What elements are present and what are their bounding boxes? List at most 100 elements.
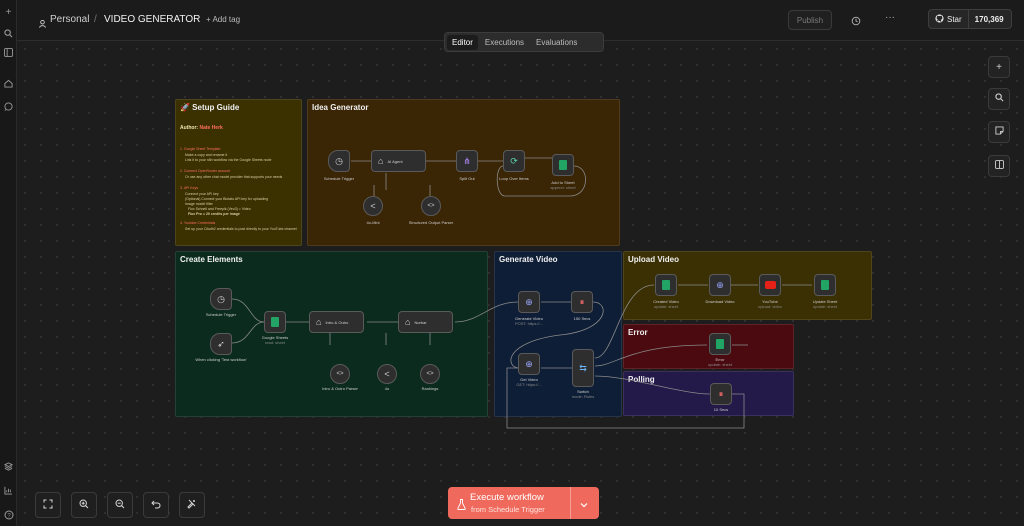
zoom-in-icon [79,498,89,512]
node-google-sheets[interactable] [264,311,286,333]
github-star-button[interactable]: Star [929,10,969,28]
robot-icon: ⌂ [316,317,322,327]
user-icon [39,15,46,33]
author-label: Author: [180,125,199,131]
home-icon[interactable] [2,77,15,90]
node-generate-video[interactable]: ⊕ [518,291,540,313]
node-ai-agent-idea[interactable]: ⌂AI Agent [371,150,426,172]
chevron-down-icon[interactable] [579,497,589,515]
node-rankings[interactable]: <> [420,364,440,384]
svg-text:?: ? [7,513,11,519]
clock-icon: ◷ [335,155,343,166]
node-norbar[interactable]: ⌂Norbar [398,311,453,333]
sticky-generate-video[interactable]: Generate Video [494,251,622,417]
search-nodes-button[interactable] [988,88,1010,110]
undo-button[interactable] [143,492,169,518]
node-manual-trigger[interactable]: ➶ [210,333,232,355]
openrouter-icon: < [370,201,376,211]
node-label: Download Video [705,299,735,304]
split-divider [570,487,571,519]
node-download-video[interactable]: ⊕ [709,274,731,296]
node-inline-label: AI Agent [387,158,403,164]
plus-icon[interactable]: + [5,7,12,18]
flask-icon [457,497,466,515]
node-add-to-sheet[interactable] [552,154,574,176]
github-star-widget[interactable]: Star 170,369 [928,9,1012,29]
node-intro-outro-parser[interactable]: <> [330,364,350,384]
toggle-panel-button[interactable] [988,155,1010,177]
add-node-button[interactable]: + [988,56,1010,78]
google-sheets-icon [662,280,670,290]
node-schedule-trigger-idea[interactable]: ◷ [328,150,350,172]
sticky-polling[interactable]: Polling [623,371,794,416]
templates-icon[interactable] [2,460,15,473]
node-update-sheet[interactable] [814,274,836,296]
sticky-title: Polling [628,375,655,384]
sticky-title: Idea Generator [312,103,369,112]
plus-icon: + [996,61,1002,73]
setup-step-1: 1. Google Sheet Template [180,147,221,151]
tidy-up-icon [187,499,197,512]
pause-icon: ⏸ [718,388,724,399]
breadcrumb-project[interactable]: Personal [50,14,90,25]
node-inline-label: Norbar [414,319,427,325]
node-4o[interactable]: < [377,364,397,384]
tidy-up-button[interactable] [179,492,205,518]
node-sublabel: append: sheet [550,185,576,190]
node-intro-outro[interactable]: ⌂Intro & Outro [309,311,364,333]
sticky-error[interactable]: Error [623,324,794,369]
tab-evaluations[interactable]: Evaluations [536,37,578,47]
node-4o-mini[interactable]: < [363,196,383,216]
editor-tabs: Editor Executions Evaluations [444,32,604,52]
clock-icon: ◷ [217,293,225,304]
node-inline-label: Intro & Outro [325,319,349,325]
fit-view-icon [43,499,53,512]
chat-icon[interactable] [2,100,15,113]
sticky-title: Upload Video [628,255,679,264]
tab-executions[interactable]: Executions [484,37,525,47]
workflow-name[interactable]: VIDEO GENERATOR [104,14,201,25]
sticky-setup-guide[interactable]: 🚀 Setup Guide Author: Nate Herk 1. Googl… [175,99,302,246]
node-label: Split Out [459,176,475,181]
setup-line: (Optional) Connect your Blotato API key … [185,197,269,201]
node-wait-10[interactable]: ⏸ [710,383,732,405]
node-created-video[interactable] [655,274,677,296]
node-label: 4o [384,386,390,391]
history-icon[interactable] [851,13,861,31]
node-error[interactable] [709,333,731,355]
publish-button[interactable]: Publish [788,10,832,30]
help-icon[interactable]: ? [2,508,15,521]
zoom-in-button[interactable] [71,492,97,518]
fit-view-button[interactable] [35,492,61,518]
tab-editor[interactable]: Editor [447,34,478,50]
execute-workflow-button[interactable]: Execute workflow from Schedule Trigger [448,487,599,519]
node-wait-150[interactable]: ⏸ [571,291,593,313]
node-label: Created Video [653,299,679,304]
more-options-button[interactable]: ··· [885,12,895,23]
google-sheets-icon [271,317,279,327]
add-tag-button[interactable]: + Add tag [206,15,241,24]
switch-icon: ⇆ [579,362,587,373]
insights-icon[interactable] [2,484,15,497]
node-schedule-trigger[interactable]: ◷ [210,288,232,310]
node-label: Schedule Trigger [205,312,237,317]
panel-icon[interactable] [2,46,15,59]
node-switch[interactable]: ⇆ [572,349,594,387]
node-loop-over-items[interactable]: ⟳ [503,150,525,172]
add-sticky-button[interactable] [988,121,1010,143]
node-sublabel: upload: video [758,304,782,309]
zoom-out-button[interactable] [107,492,133,518]
author-line: Author: Nate Herk [180,125,223,131]
node-sublabel: update: sheet [653,304,679,309]
node-sublabel: read: sheet [264,340,285,345]
node-get-video[interactable]: ⊕ [518,353,540,375]
node-split-out[interactable]: ⋔ [456,150,478,172]
node-structured-output-parser[interactable]: <> [421,196,441,216]
execute-label: Execute workflow [470,492,544,503]
node-youtube[interactable] [759,274,781,296]
author-name: Nate Herk [199,125,223,131]
setup-line: Image model filter [185,202,213,206]
pause-icon: ⏸ [579,296,585,307]
node-label: 150 Secs [573,316,591,321]
search-icon[interactable] [2,27,15,40]
